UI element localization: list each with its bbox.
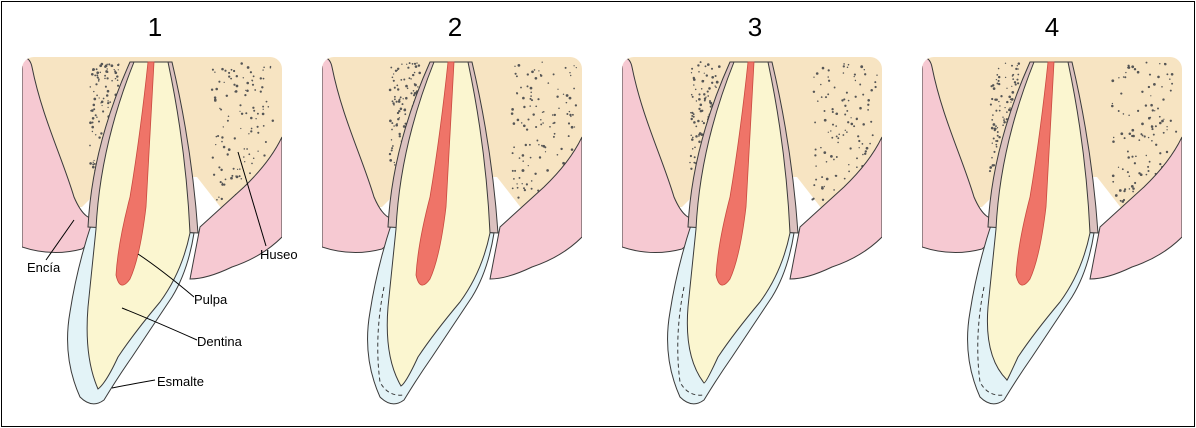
tooth-panel-1	[22, 57, 292, 417]
tooth-panel-3	[622, 57, 892, 417]
label-bone: Huseo	[260, 247, 298, 262]
panel-number-4: 4	[1032, 12, 1072, 42]
tooth-diagram-1	[22, 57, 292, 417]
tooth-panel-4	[922, 57, 1192, 417]
tooth-diagram-4	[922, 57, 1192, 417]
panel-number-3: 3	[735, 12, 775, 42]
label-gum: Encía	[27, 260, 60, 275]
tooth-panel-2	[322, 57, 592, 417]
tooth-diagram-3	[622, 57, 892, 417]
tooth-diagram-2	[322, 57, 592, 417]
label-dentin: Dentina	[197, 334, 242, 349]
label-enamel: Esmalte	[157, 374, 204, 389]
label-pulp: Pulpa	[194, 292, 227, 307]
panel-number-2: 2	[435, 12, 475, 42]
panel-number-1: 1	[135, 12, 175, 42]
